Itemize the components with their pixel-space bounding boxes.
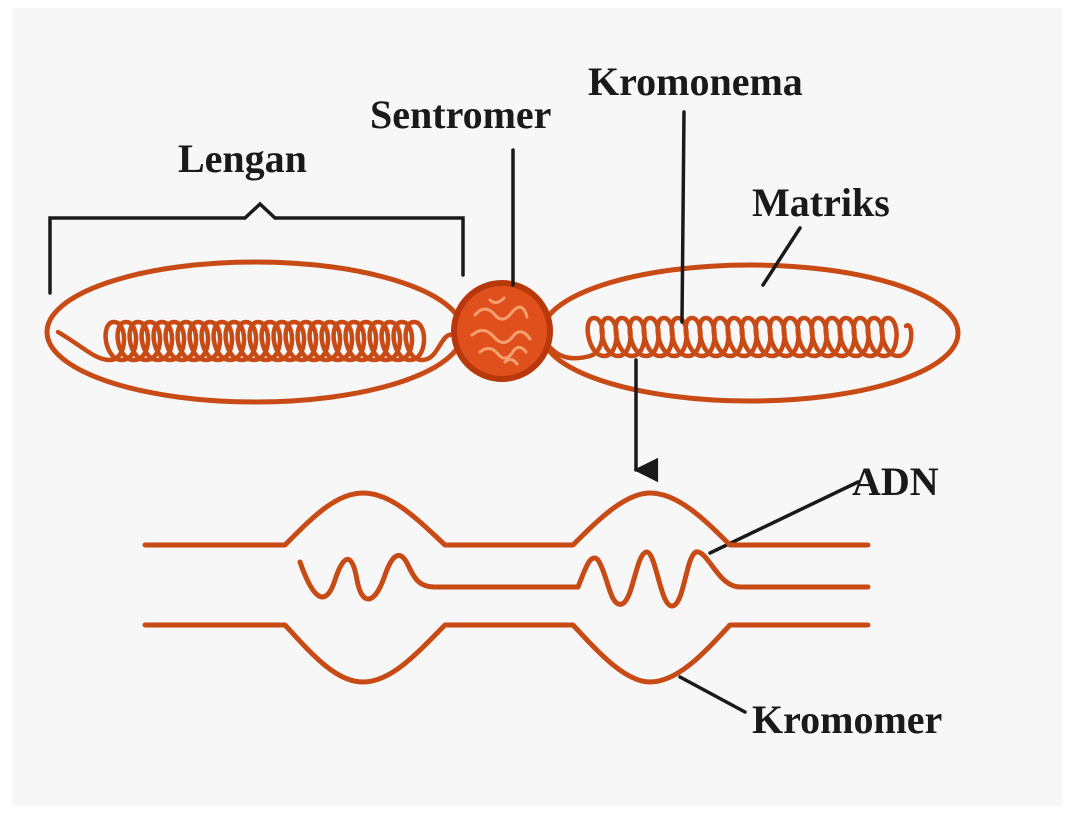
adn-label: ADN: [852, 459, 939, 504]
kromonema-pointer: [682, 112, 684, 322]
sentromer-label: Sentromer: [370, 92, 551, 137]
matriks-label: Matriks: [752, 180, 890, 225]
lengan-label: Lengan: [178, 136, 307, 181]
centromere: [454, 283, 550, 379]
kromonema-label: Kromonema: [588, 59, 803, 104]
kromomer-label: Kromomer: [752, 697, 942, 742]
